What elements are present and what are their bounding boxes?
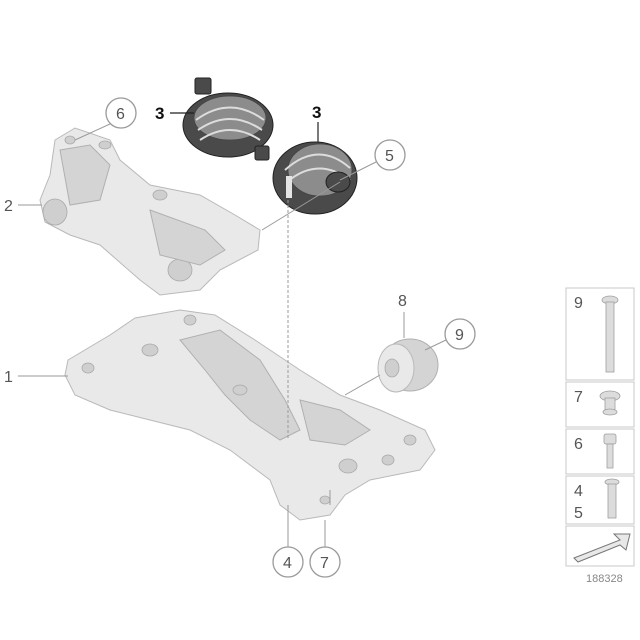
callout-4-label: 4 <box>283 555 292 572</box>
engine-mount-part-upper[interactable] <box>182 77 274 161</box>
legend-label-4: 4 <box>574 483 583 500</box>
crossmember-part[interactable] <box>64 309 436 521</box>
reference-number: 188328 <box>586 573 623 585</box>
callout-7-label: 7 <box>320 555 329 572</box>
socket-bolt-icon <box>603 433 617 469</box>
engine-mount-part-lower[interactable] <box>272 141 358 215</box>
callout-3b-label: 3 <box>312 103 321 122</box>
long-bolt-icon <box>601 295 619 373</box>
rubber-mount-part[interactable] <box>377 338 439 393</box>
legend-label-5: 5 <box>574 505 583 522</box>
legend-label-9: 9 <box>574 295 583 312</box>
callout-3a-label: 3 <box>155 104 164 123</box>
legend-cell-7 <box>565 381 635 428</box>
callout-9-leader-ext <box>344 374 381 396</box>
fastener-legend: 9 7 6 4 5 <box>565 287 635 567</box>
flange-nut-icon <box>599 390 621 416</box>
callout-5-circle <box>374 139 406 171</box>
callout-8-label: 8 <box>398 293 407 310</box>
callout-9-circle <box>444 318 476 350</box>
hex-bolt-icon <box>604 478 620 519</box>
callout-6-leader <box>74 123 111 141</box>
legend-cell-9 <box>565 287 635 381</box>
callout-5-leader <box>339 161 377 181</box>
direction-arrow-icon <box>573 533 631 563</box>
callout-1-label: 1 <box>4 369 13 386</box>
callout-5-leader-ext <box>261 181 341 231</box>
callout-6-label: 6 <box>116 106 125 123</box>
callout-2-label: 2 <box>4 198 13 215</box>
callout-6-circle <box>105 97 137 129</box>
callout-5-label: 5 <box>385 148 394 165</box>
legend-cell-4-5 <box>565 475 635 525</box>
legend-label-6: 6 <box>574 436 583 453</box>
legend-label-7: 7 <box>574 389 583 406</box>
legend-cell-6 <box>565 428 635 475</box>
callout-9-label: 9 <box>455 327 464 344</box>
callout-9-leader <box>424 339 447 351</box>
engine-bracket-part[interactable] <box>39 127 261 296</box>
